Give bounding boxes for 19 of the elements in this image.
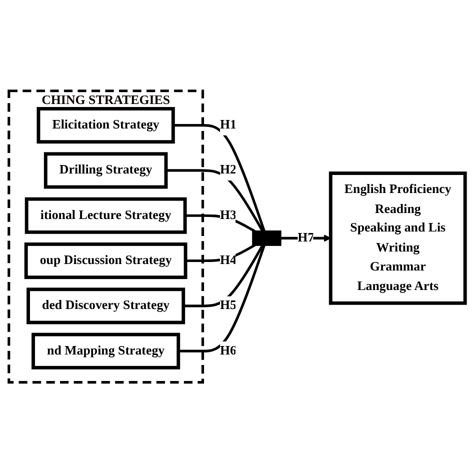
node-box: English Proficiency Reading Speaking and Lis Writing Grammar Language Arts xyxy=(328,172,467,306)
node-box: oup Discussion Strategy xyxy=(24,242,188,280)
edge-label: H2 xyxy=(220,164,236,178)
edge-label: H4 xyxy=(220,254,236,268)
node-box: Drilling Strategy xyxy=(44,152,168,190)
arrow xyxy=(280,234,331,242)
edge-label: H7 xyxy=(298,232,314,246)
node-bar xyxy=(252,230,282,246)
edge-label: H3 xyxy=(220,208,236,223)
node-box: ded Discovery Strategy xyxy=(26,288,186,325)
connector xyxy=(166,170,264,232)
connector xyxy=(185,214,256,233)
connector xyxy=(173,124,266,232)
node-box: nd Mapping Strategy xyxy=(32,333,180,370)
node-box: Elicitation Strategy xyxy=(36,107,175,144)
edge-label: H5 xyxy=(220,299,236,314)
node-box: itional Lecture Strategy xyxy=(24,198,187,234)
edge-label: H1 xyxy=(220,118,236,132)
edge-label: H6 xyxy=(220,344,236,358)
